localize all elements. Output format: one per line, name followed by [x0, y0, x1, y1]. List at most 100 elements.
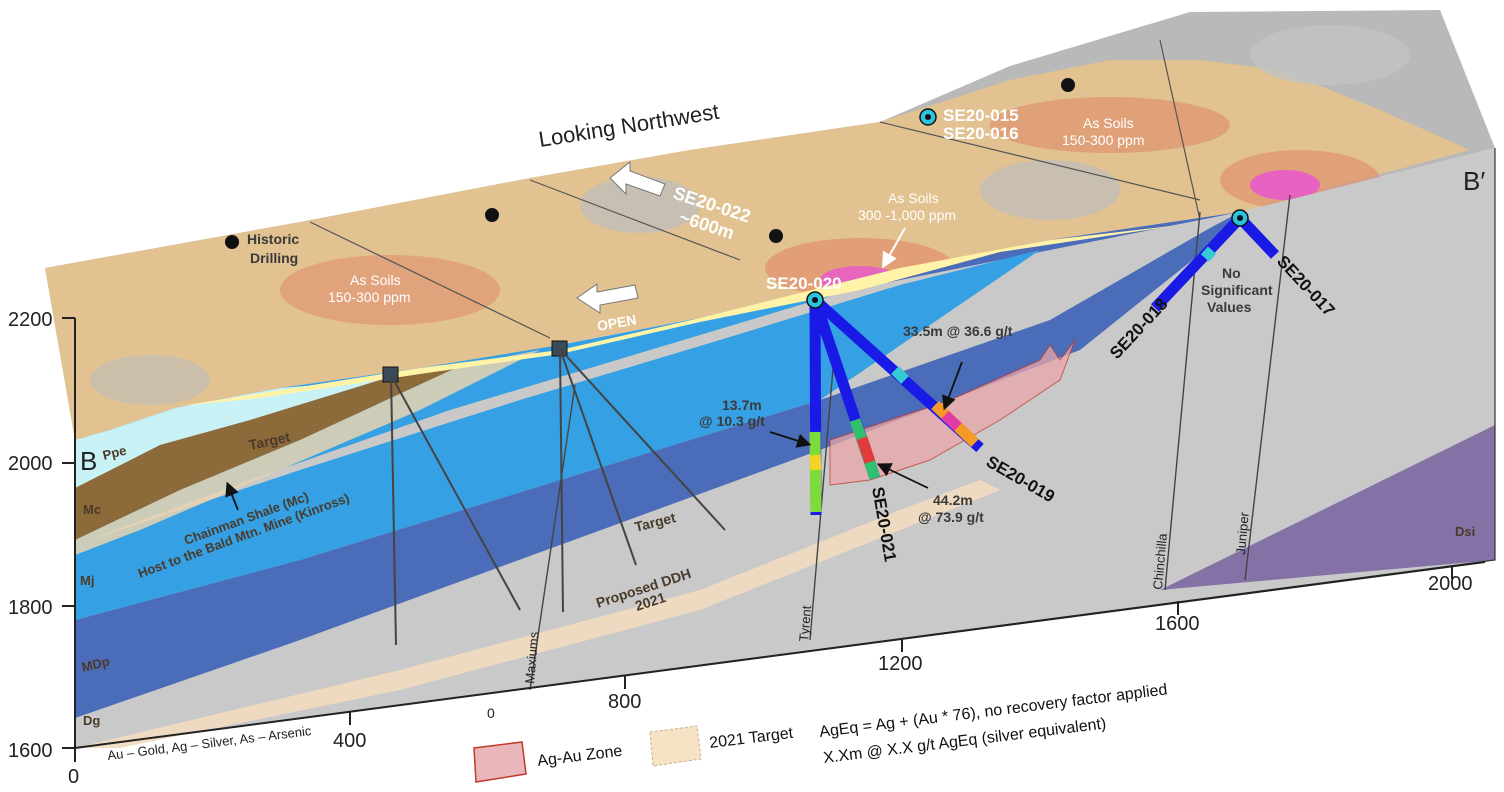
fault-label-tyrent: Tyrent	[796, 605, 814, 643]
fault-tyrent	[809, 344, 836, 641]
pointer-chainman	[225, 481, 239, 511]
fault-chinchilla	[1164, 211, 1201, 591]
open-arrow	[576, 283, 639, 314]
pointer-13-7	[769, 431, 812, 448]
unit-mc	[75, 366, 460, 540]
distance-tick-label: 800	[608, 691, 641, 713]
surface-sliver	[180, 225, 1180, 406]
unit-label-dsi: Dsi	[1455, 524, 1475, 539]
collar-se20-017-dot	[1237, 215, 1243, 221]
soil-anomaly-west	[280, 255, 500, 325]
hole-collars	[806, 108, 1249, 309]
unit-label-mc: Mc	[83, 502, 101, 517]
surface-fault-trace	[1159, 39, 1201, 221]
view-title: Looking Northwest	[537, 99, 721, 152]
open-label: OPEN	[596, 311, 638, 334]
assay-segment	[941, 410, 962, 432]
intercept-1-line-2: @ 10.3 g/t	[699, 413, 765, 429]
elevation-tick-label: 1800	[8, 597, 53, 619]
historic-hole	[225, 235, 239, 249]
fault-label-chinchilla: Chinchilla	[1150, 532, 1170, 590]
distance-tick-label: 1600	[1155, 613, 1200, 635]
unit-mj	[75, 240, 1050, 620]
elevation-axis: 2200 2000 1800 1600	[8, 309, 76, 762]
historic-drilling-label-1: Historic	[247, 231, 299, 247]
proposed-ddh	[382, 340, 726, 646]
terrain-patch	[90, 355, 210, 405]
step-out-arrows	[576, 160, 666, 314]
fault-label-maxiums: Maxiums	[522, 631, 542, 685]
intercept-3-line-1: 44.2m	[933, 492, 973, 508]
collar-se20-015-dot	[925, 114, 931, 120]
terrain-patch	[1250, 25, 1410, 85]
ddh-line	[559, 348, 726, 531]
unit-mdp	[75, 212, 1240, 718]
soils-west-label-1: As Soils	[350, 272, 401, 288]
legend-target-label: 2021 Target	[708, 725, 794, 752]
intercept-2: 33.5m @ 36.6 g/t	[903, 323, 1013, 339]
collar-se20-020-dot	[812, 297, 818, 303]
pointer-44-2	[876, 463, 929, 489]
no-sig-label-3: Values	[1207, 299, 1252, 315]
legend-zone-label: Ag-Au Zone	[536, 743, 623, 770]
terrain-patch	[580, 177, 700, 233]
elevation-tick-label: 2000	[8, 453, 53, 475]
unit-label-dg: Dg	[83, 713, 100, 728]
distance-axis: 0 400 800 1200 1600 2000 0	[68, 561, 1486, 788]
pointer-soils	[882, 227, 906, 269]
legend-zone-swatch	[473, 741, 527, 783]
intercept-1-line-1: 13.7m	[722, 397, 762, 413]
intercept-3-line-2: @ 73.9 g/t	[918, 509, 984, 525]
fault-juniper	[1244, 194, 1291, 581]
soils-center-label-2: 300 -1,000 ppm	[858, 207, 956, 223]
fault-label-juniper: Juniper	[1233, 511, 1252, 555]
assay-segment	[856, 436, 876, 464]
historic-hole	[769, 229, 783, 243]
distance-axis-line	[74, 561, 1486, 749]
hole-se20-018	[1151, 214, 1244, 312]
historic-hole	[1061, 78, 1075, 92]
unit-dsi	[1160, 425, 1495, 590]
section-face	[74, 148, 1496, 749]
drill-traces	[809, 214, 1279, 516]
historic-hole	[485, 208, 499, 222]
surface-fault-trace	[879, 121, 1201, 201]
distance-tick-label: 1200	[878, 653, 923, 675]
assay-segment	[809, 454, 822, 471]
ddh-line	[390, 374, 521, 611]
section-end-right: B′	[1463, 166, 1485, 196]
soils-west-label-2: 150-300 ppm	[328, 289, 411, 305]
surface-plane	[45, 10, 1495, 440]
legend-target-swatch	[649, 725, 702, 767]
section-end-left: B	[80, 446, 97, 476]
assay-segment	[1200, 246, 1217, 262]
elevation-tick-label: 1600	[8, 740, 53, 762]
hole-label-se20-020: SE20-020	[766, 274, 842, 293]
historic-drill-dots	[225, 78, 1075, 249]
scale-zero-label: 0	[487, 705, 495, 721]
distance-tick-label: 0	[68, 766, 79, 788]
soils-east-label-1: As Soils	[1083, 115, 1134, 131]
soil-overlay	[45, 60, 1470, 440]
soil-high-east	[1250, 170, 1320, 200]
fault-maxiums	[529, 384, 576, 691]
soils-east-label-2: 150-300 ppm	[1062, 132, 1145, 148]
step-out-arrow-se20-022	[609, 160, 666, 197]
ddh-line	[559, 348, 564, 613]
distance-tick-label: 2000	[1428, 573, 1473, 595]
assay-segment	[891, 366, 909, 384]
unit-label-mj: Mj	[80, 573, 94, 588]
historic-drilling-label-2: Drilling	[250, 250, 298, 266]
ag-au-zone	[829, 339, 1076, 486]
hole-label-se20-015: SE20-015	[943, 106, 1019, 125]
assay-segment	[809, 431, 822, 513]
distance-tick-label: 400	[333, 730, 366, 752]
no-sig-label-2: Significant	[1201, 282, 1273, 298]
soils-center-label-1: As Soils	[888, 190, 939, 206]
terrain-patch	[980, 160, 1120, 220]
unit-label-ppe: Ppe	[101, 443, 128, 463]
ddh-line	[559, 348, 637, 566]
pointer-33-5	[942, 361, 963, 411]
target-band-upper	[75, 350, 540, 555]
